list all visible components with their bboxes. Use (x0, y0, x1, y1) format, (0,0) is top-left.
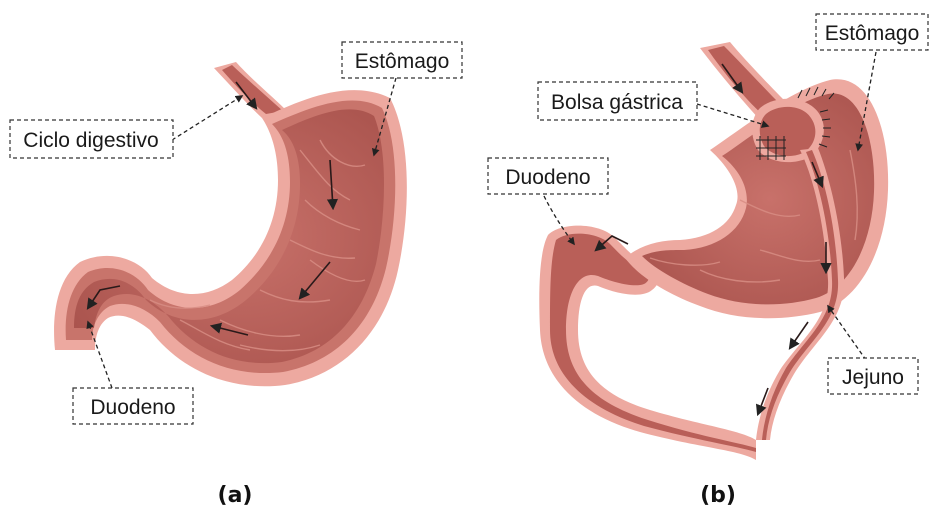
label-duodeno-a: Duodeno (73, 388, 193, 424)
label-estomago-b: Estômago (816, 14, 928, 50)
label-estomago-a: Estômago (342, 42, 462, 78)
svg-text:Bolsa gástrica: Bolsa gástrica (551, 91, 683, 114)
svg-text:Duodeno: Duodeno (90, 396, 175, 419)
label-jejuno-b: Jejuno (828, 358, 918, 394)
caption-a: (a) (218, 483, 253, 508)
svg-text:Jejuno: Jejuno (842, 366, 904, 389)
svg-text:Estômago: Estômago (825, 22, 920, 45)
panel-a-stomach (54, 62, 407, 386)
svg-text:Estômago: Estômago (355, 50, 450, 73)
label-duodeno-b: Duodeno (488, 158, 608, 194)
leader-duodeno-a (88, 322, 112, 388)
svg-text:Ciclo digestivo: Ciclo digestivo (23, 129, 158, 152)
label-ciclo-digestivo-a: Ciclo digestivo (10, 120, 173, 158)
svg-text:Duodeno: Duodeno (505, 166, 590, 189)
leader-jejuno-b (828, 306, 866, 360)
leader-ciclo-a (172, 96, 242, 140)
label-bolsa-gastrica-b: Bolsa gástrica (538, 82, 697, 120)
caption-b: (b) (700, 483, 736, 508)
